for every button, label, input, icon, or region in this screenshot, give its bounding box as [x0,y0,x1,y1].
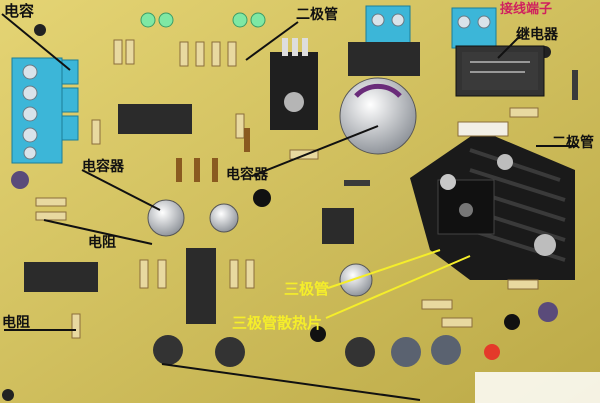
capacitor [11,171,29,189]
label-capacitor-left: 电容器 [82,159,124,175]
label-capacitor-top-left: 电容 [4,2,35,20]
callout-lines-yellow [325,249,471,319]
led-red [484,344,500,360]
resistors [35,39,539,339]
capacitor [209,203,239,233]
regulator-heatsink [270,38,318,130]
led-green [250,12,266,28]
ic-chip [322,208,354,244]
electrolytic-capacitor-large [339,77,417,155]
transistor [504,314,520,330]
label-capacitor-center: 电容器 [226,167,268,183]
potentiometers [153,335,461,367]
led-green [140,12,156,28]
label-terminal-block: 接线端子 [500,2,553,17]
led-green [158,12,174,28]
capacitor [147,199,185,237]
label-resistor-left: 电阻 [88,235,116,251]
label-transistor: 三极管 [284,280,330,298]
transistor [310,326,326,342]
label-diode-right: 二极管 [552,135,594,151]
ic-chip [186,248,216,324]
capacitor [339,263,373,297]
capacitor [538,302,558,322]
mounting-hole [34,24,46,36]
mounting-hole [2,389,14,401]
ic-chip [24,262,98,292]
diodes [176,70,578,186]
ic-chip [118,104,192,134]
callout-lines [1,13,578,401]
transistor [253,189,271,207]
black-component-block [348,42,420,76]
label-relay: 继电器 [516,27,558,43]
relay [455,45,545,97]
label-diode-top: 二极管 [296,7,338,23]
led-green [232,12,248,28]
label-resistor-bottom: 电阻 [2,315,30,331]
label-heatsink: 三极管散热片 [232,314,323,332]
transistor-heatsink [410,130,575,280]
